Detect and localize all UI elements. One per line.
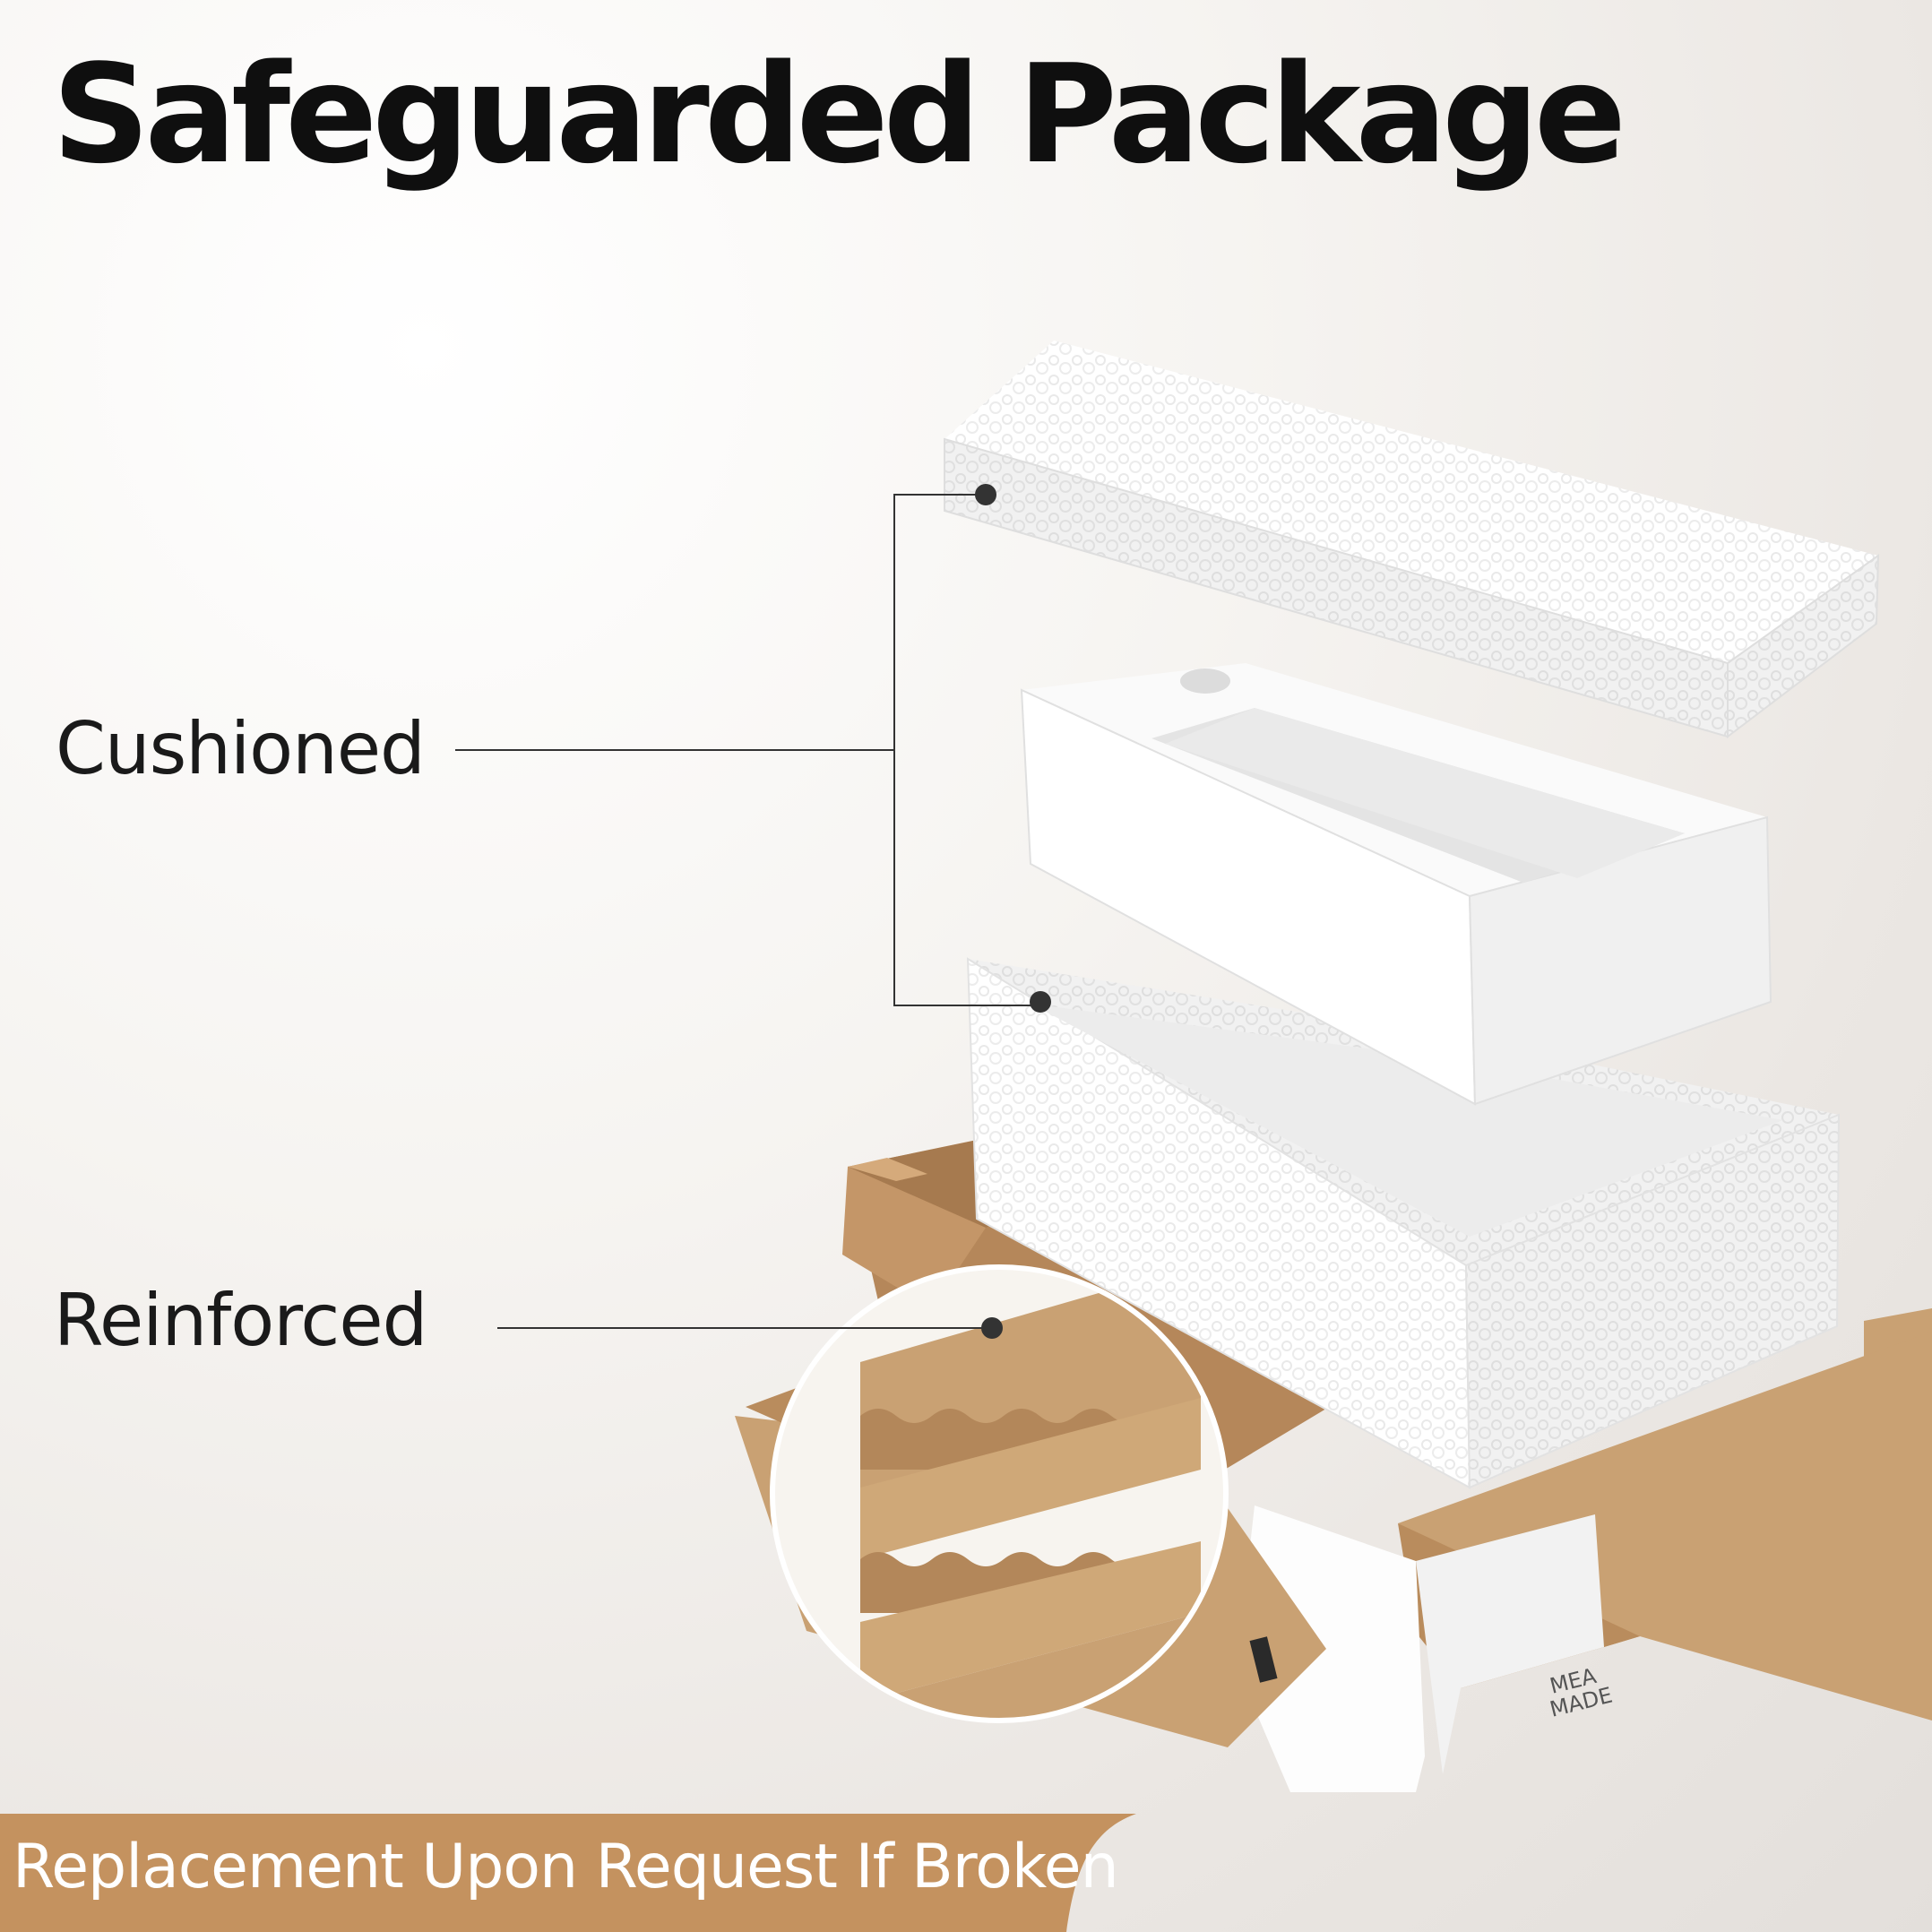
replacement-banner-text: Replacement Upon Request If Broken (13, 1832, 1119, 1902)
replacement-banner (0, 1814, 1136, 1932)
corrugated-detail (770, 1264, 1229, 1723)
cardboard-callout-dot (981, 1317, 1003, 1339)
bottom-foam-tray (966, 957, 1841, 1489)
ceramic-sink (1020, 663, 1772, 1106)
callout-lines (455, 484, 1051, 1339)
top-foam-lid (944, 341, 1880, 739)
faucet-hole (1180, 668, 1230, 694)
lid-callout-dot (975, 484, 996, 505)
reinforced-label: Reinforced (54, 1279, 427, 1362)
cushioned-label: Cushioned (56, 707, 426, 790)
cushioned-bracket (893, 494, 1039, 1006)
tray-callout-dot (1030, 991, 1051, 1013)
page-title: Safeguarded Package (52, 35, 1626, 194)
